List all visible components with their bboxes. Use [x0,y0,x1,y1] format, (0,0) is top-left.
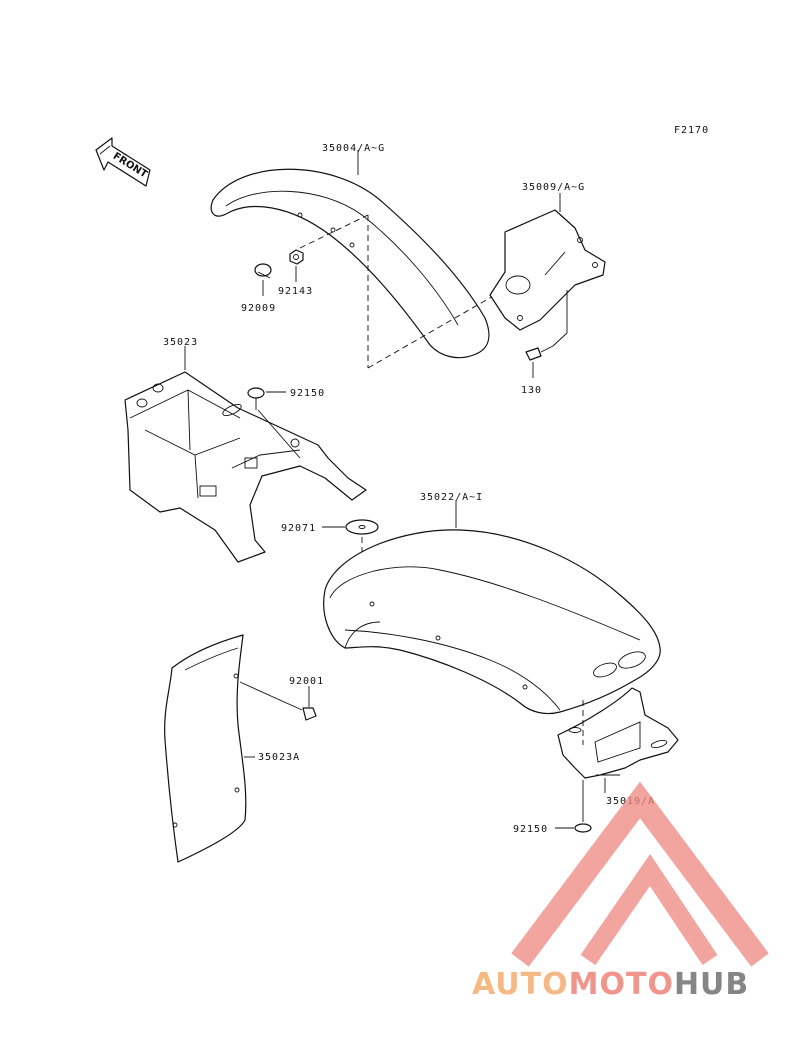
watermark-brand-moto: MOTO [569,967,674,1002]
label-35023A: 35023A [258,752,300,763]
label-92071: 92071 [281,523,316,534]
washer-92071-icon [345,519,379,535]
rear-inner-fender [124,371,367,563]
bolt-92150b-icon [574,700,592,833]
assembly-line [299,214,369,249]
watermark-inner-triangle-icon [580,853,718,966]
label-35022: 35022/A~I [420,492,483,503]
svg-text:AUTOMOTOHUB: AUTOMOTOHUB [472,967,749,1002]
assembly-line [367,294,496,369]
leader-130 [552,290,568,347]
watermark-triangle-icon [511,781,769,967]
label-92001: 92001 [289,676,324,687]
watermark-logo: AUTOMOTOHUB [472,781,769,1002]
mud-flap [164,634,247,863]
label-35023: 35023 [163,337,198,348]
watermark-brand-hub: HUB [674,967,749,1002]
fender-bracket [489,209,606,331]
bolt-92150-icon [247,387,301,459]
license-bracket [557,687,679,779]
label-92150b: 92150 [513,824,548,835]
diagram-code: F2170 [674,125,709,136]
bolt-92001-icon [239,681,317,721]
label-92143: 92143 [278,286,313,297]
front-fender [210,168,490,359]
label-92150a: 92150 [290,388,325,399]
watermark-brand-auto: AUTO [472,967,569,1002]
label-92009: 92009 [241,303,276,314]
label-130: 130 [521,385,542,396]
label-35009: 35009/A~G [522,182,585,193]
front-arrow-icon: FRONT [95,137,151,187]
label-35004: 35004/A~G [322,143,385,154]
nut-92143-icon [289,249,304,265]
bolt-130-icon [525,345,554,361]
rear-fender [323,529,661,715]
bolt-92009-icon [254,263,272,279]
